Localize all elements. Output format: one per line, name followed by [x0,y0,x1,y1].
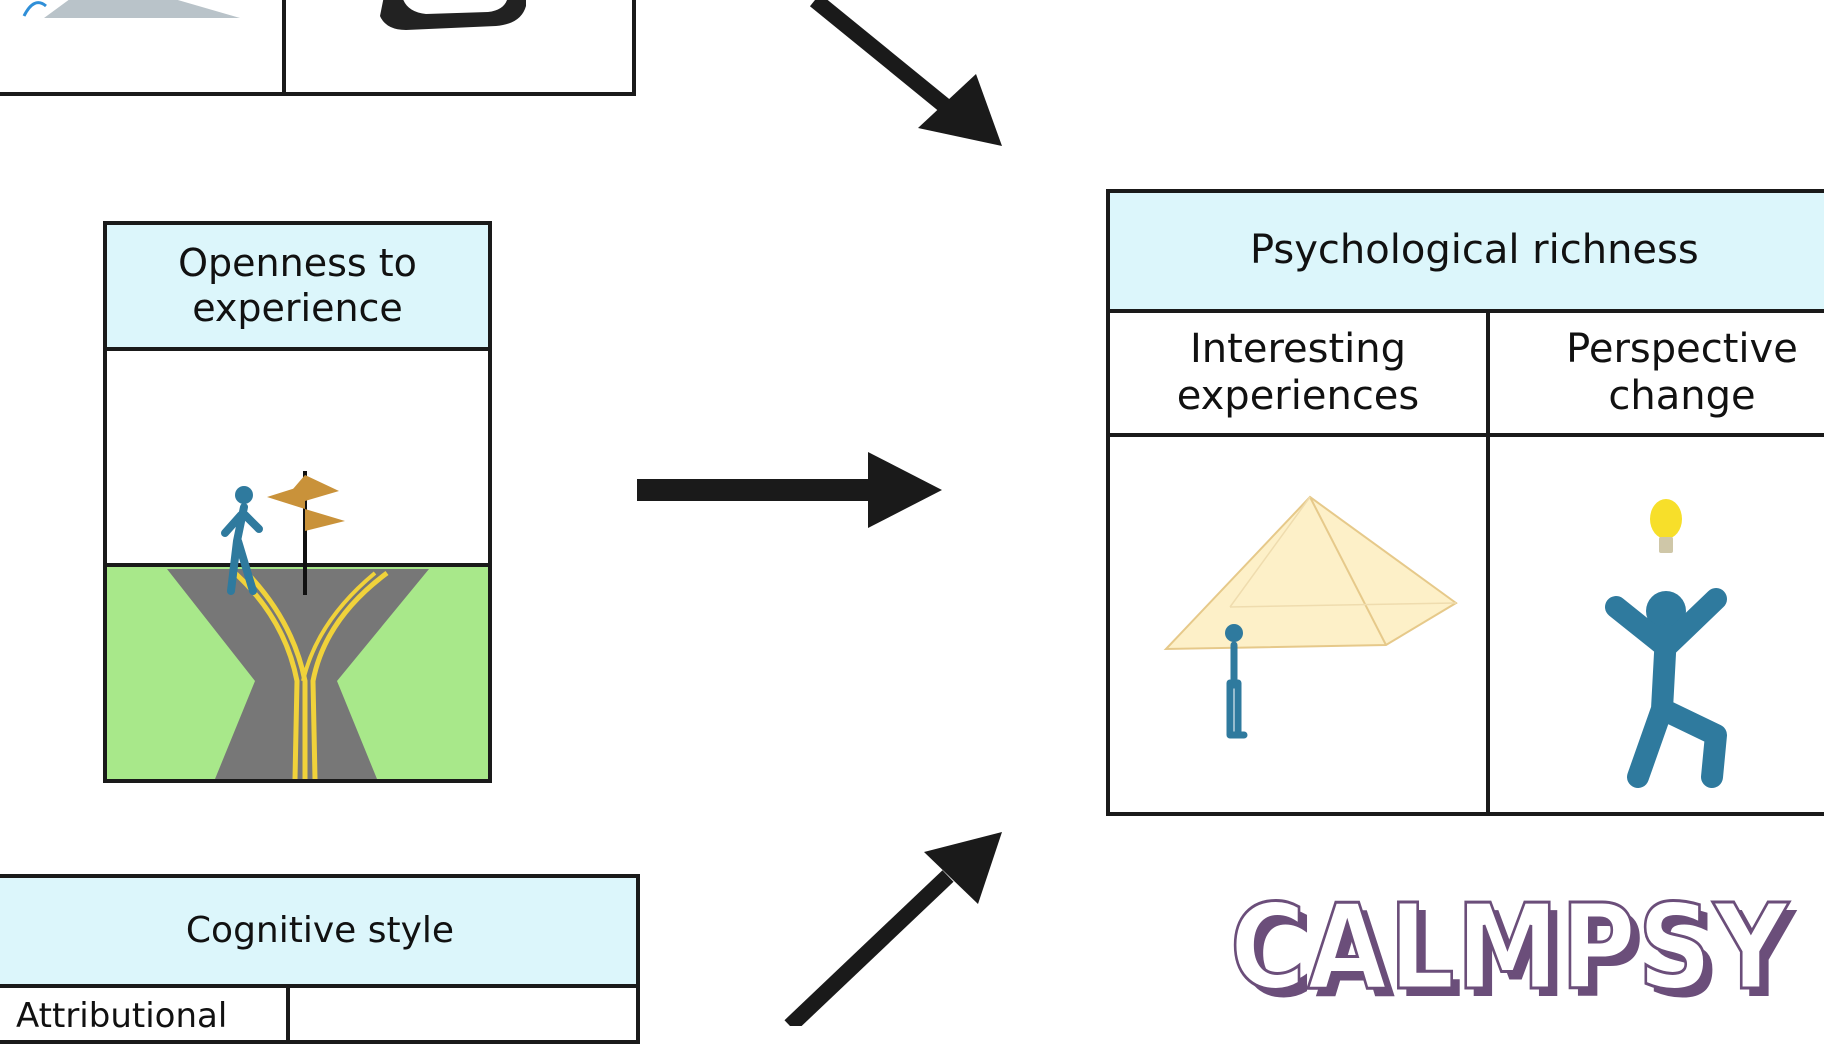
crossroads-illustration [107,351,488,779]
column-perspective-change: Perspective change [1490,313,1824,437]
richness-title: Psychological richness [1250,227,1699,274]
cognitive-style-title: Cognitive style [185,909,455,951]
openness-box: Openness to experience [103,221,492,783]
top-box-divider [282,0,286,92]
psychological-richness-box: Psychological richness Interesting exper… [1106,189,1824,816]
column-interesting-experiences: Interesting experiences [1110,313,1486,437]
arrow-openness-to-richness [637,452,942,528]
figure-silhouette [380,0,526,30]
cognitive-style-header: Cognitive style [0,878,636,988]
top-left-box [0,0,636,96]
openness-header: Openness to experience [107,225,488,351]
openness-title: Openness to experience [178,241,417,330]
cognitive-style-box: Cognitive style Attributional [0,874,640,1044]
arrow-top-to-richness [809,0,1002,146]
mountain-illustration [22,0,240,18]
richness-column-divider [1486,313,1490,812]
calmpsy-logo: CALMPSY CALMPSY [1229,886,1798,1016]
arrow-cognitive-to-richness [784,832,1002,1026]
richness-header: Psychological richness [1110,193,1824,313]
pyramid-illustration [1163,495,1458,739]
calmpsy-logo-text: CALMPSY [1230,886,1790,1016]
calmpsy-logo-shadow: CALMPSY [1238,886,1798,1016]
cognitive-style-divider [286,988,290,1040]
jumping-figure-illustration [1605,499,1727,788]
